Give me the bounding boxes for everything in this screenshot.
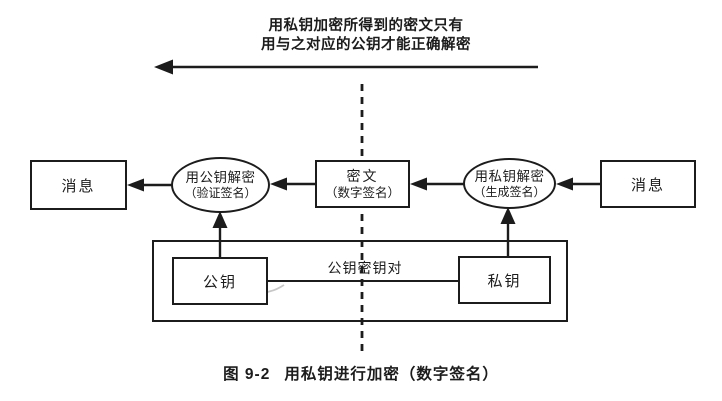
message-box-left: 消息 <box>30 160 127 210</box>
public-key-label: 公钥 <box>202 273 237 291</box>
message-box-right: 消息 <box>600 160 696 208</box>
generate-signature-ellipse: 用私钥解密 （生成签名） <box>463 158 556 209</box>
sign-ellipse-line1: 用私钥解密 <box>474 168 545 184</box>
ciphertext-box: 密文 （数字签名） <box>315 160 410 208</box>
verify-ellipse-line1: 用公钥解密 <box>185 170 256 185</box>
ciphertext-line1: 密文 <box>346 167 379 184</box>
ciphertext-line2: （数字签名） <box>324 185 400 200</box>
up-arrow-public-key <box>212 211 228 258</box>
flow-arrow-verify-to-message <box>127 178 172 192</box>
flow-arrow-message-to-sign <box>556 177 600 191</box>
top-note-line2: 用与之对应的公钥才能正确解密 <box>261 37 471 53</box>
figure-title: 用私钥进行加密（数字签名） <box>284 366 499 383</box>
verify-signature-ellipse: 用公钥解密 （验证签名） <box>171 157 270 213</box>
keypair-outer-box <box>152 240 568 322</box>
public-key-box: 公钥 <box>172 257 268 305</box>
long-left-arrow <box>154 59 538 75</box>
private-key-box: 私钥 <box>458 256 551 304</box>
message-box-right-label: 消息 <box>630 176 665 194</box>
figure-caption: 图 9-2 用私钥进行加密（数字签名） <box>0 362 722 384</box>
top-note-line1: 用私钥加密所得到的密文只有 <box>268 18 464 34</box>
sign-ellipse-line2: （生成签名） <box>473 184 546 199</box>
message-box-left-label: 消息 <box>61 177 96 195</box>
flow-arrow-sign-to-ciphertext <box>410 177 464 191</box>
private-key-label: 私钥 <box>487 272 522 290</box>
keypair-label: 公钥密钥对 <box>327 260 403 276</box>
top-note: 用私钥加密所得到的密文只有 用与之对应的公钥才能正确解密 <box>216 17 516 55</box>
verify-ellipse-line2: （验证签名） <box>184 186 257 200</box>
flow-arrow-ciphertext-to-verify <box>270 177 315 191</box>
figure-number: 图 9-2 <box>223 366 271 383</box>
